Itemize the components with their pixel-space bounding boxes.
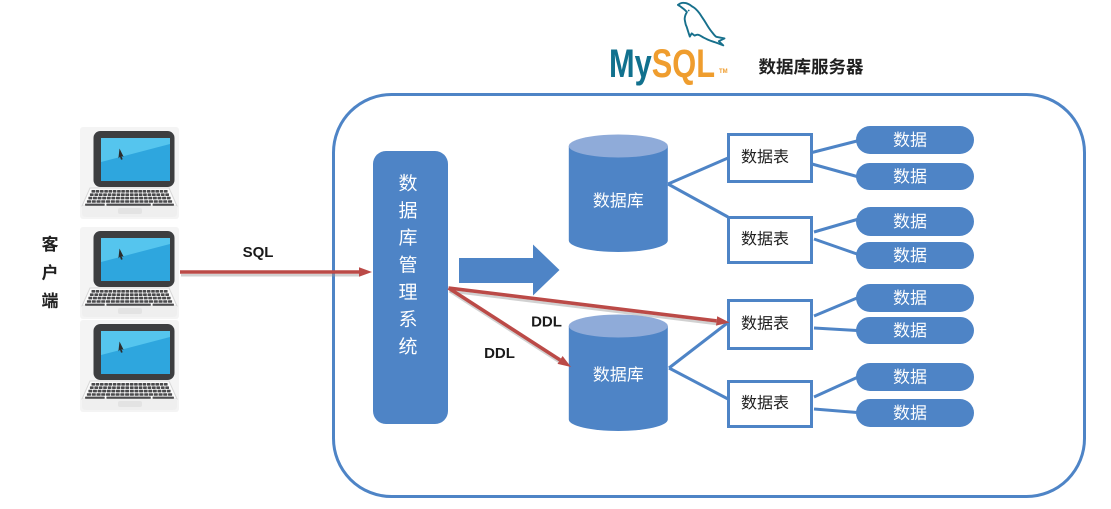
svg-text:SQL: SQL [243,244,274,261]
svg-text:MySQL: MySQL [609,42,715,86]
svg-text:DDL: DDL [484,345,515,362]
svg-text:DDL: DDL [531,314,562,331]
svg-text:TM: TM [719,69,728,75]
